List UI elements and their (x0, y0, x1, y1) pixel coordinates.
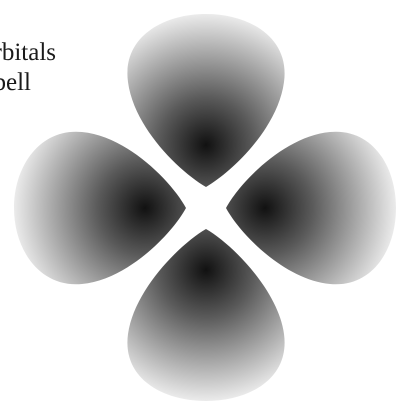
right-lobe (226, 132, 396, 285)
bottom-lobe (127, 229, 284, 401)
top-lobe (127, 14, 284, 187)
left-lobe (14, 132, 186, 285)
